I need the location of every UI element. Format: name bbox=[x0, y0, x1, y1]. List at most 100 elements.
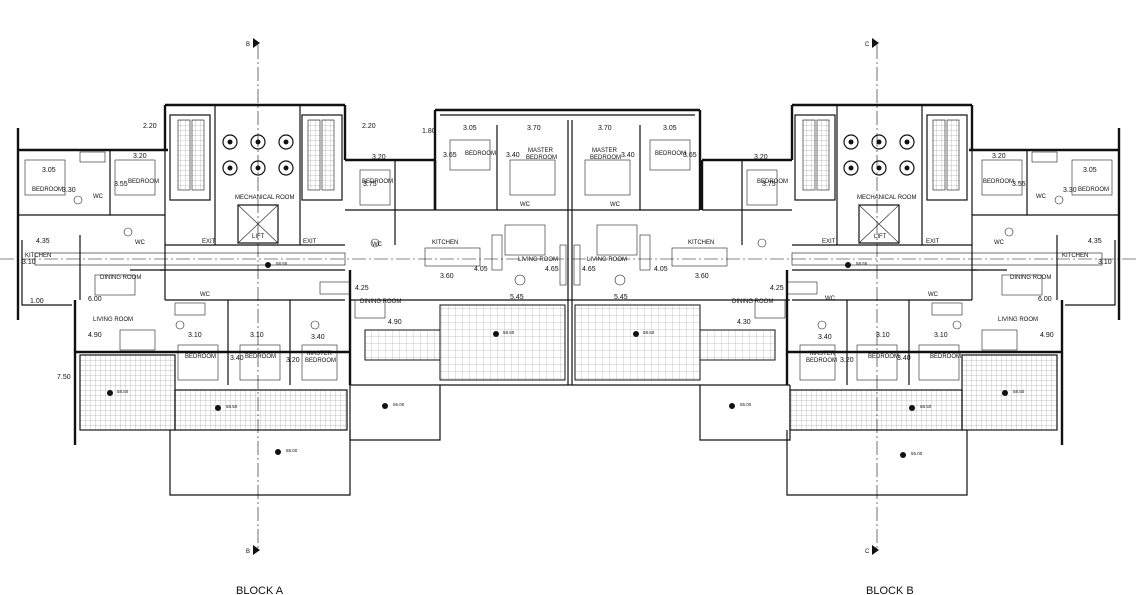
room-label-wc: WC bbox=[928, 292, 939, 298]
room-label-kitchen: KITCHEN bbox=[432, 240, 458, 246]
room-label-exit: EXIT bbox=[926, 239, 940, 245]
room-label-wc: WC bbox=[825, 296, 836, 302]
room-label-bedroom: BEDROOM bbox=[757, 179, 788, 185]
level-label: 58.50 bbox=[503, 330, 515, 335]
room-label-dining: DINING ROOM bbox=[100, 275, 141, 281]
room-label-lift: LIFT bbox=[252, 234, 265, 240]
room-label-bedroom: BEDROOM bbox=[465, 151, 496, 157]
dimension: 4.30 bbox=[737, 319, 751, 326]
dimension: 6.00 bbox=[1038, 296, 1052, 303]
dimension: 3.20 bbox=[286, 357, 300, 364]
room-label-mechanical: MECHANICAL ROOM bbox=[857, 195, 916, 201]
dimension: 5.45 bbox=[614, 294, 628, 301]
room-labels: BEDROOM BEDROOM MECHANICAL ROOM LIFT EXI… bbox=[25, 148, 1109, 364]
room-label-bedroom: BEDROOM bbox=[128, 179, 159, 185]
dimension: 3.20 bbox=[372, 154, 386, 161]
level-markers: 58.55 58.55 58.50 58.50 58.50 58.50 58.5… bbox=[107, 261, 1025, 458]
dimension: 4.35 bbox=[1088, 238, 1102, 245]
room-label-bedroom: BEDROOM bbox=[32, 187, 63, 193]
dimension: 4.65 bbox=[545, 266, 559, 273]
section-label: C bbox=[865, 42, 870, 48]
dimension: 4.05 bbox=[654, 266, 668, 273]
dimension: 6.00 bbox=[88, 296, 102, 303]
dimension: 3.40 bbox=[506, 152, 520, 159]
dimension: 3.70 bbox=[598, 125, 612, 132]
level-label: 55.00 bbox=[911, 451, 923, 456]
room-label-exit: EXIT bbox=[822, 239, 836, 245]
room-label-wc: WC bbox=[520, 202, 531, 208]
mechanical-units-a bbox=[222, 134, 294, 176]
stair-left-2 bbox=[301, 114, 343, 201]
dimension: 3.55 bbox=[114, 181, 128, 188]
room-label-mechanical: MECHANICAL ROOM bbox=[235, 195, 294, 201]
dimension: 3.05 bbox=[42, 167, 56, 174]
room-label-exit: EXIT bbox=[202, 239, 216, 245]
stair-left-1 bbox=[169, 114, 211, 201]
level-label: 58.55 bbox=[856, 261, 868, 266]
dimension: 3.05 bbox=[463, 125, 477, 132]
room-label-wc: WC bbox=[135, 240, 146, 246]
room-label-kitchen: KITCHEN bbox=[25, 253, 51, 259]
room-label-bedroom: BEDROOM bbox=[185, 354, 216, 360]
dimension: 7.50 bbox=[57, 374, 71, 381]
room-label-wc: WC bbox=[1036, 194, 1047, 200]
level-label: 58.55 bbox=[276, 261, 288, 266]
dimension: 3.05 bbox=[1083, 167, 1097, 174]
room-label-dining: DINING ROOM bbox=[732, 299, 773, 305]
level-label: 58.50 bbox=[643, 330, 655, 335]
room-label-bedroom: BEDROOM bbox=[655, 151, 686, 157]
dimension: 1.80 bbox=[422, 128, 436, 135]
room-label-master: BEDROOM bbox=[806, 358, 837, 364]
level-label: 55.00 bbox=[286, 448, 298, 453]
room-label-bedroom: BEDROOM bbox=[930, 354, 961, 360]
terrace-a-1 bbox=[79, 354, 176, 431]
level-label: 58.50 bbox=[920, 404, 932, 409]
terrace-a-2 bbox=[174, 389, 348, 431]
dimension: 1.00 bbox=[30, 298, 44, 305]
dimension: 3.75 bbox=[363, 181, 377, 188]
room-label-master: BEDROOM bbox=[526, 155, 557, 161]
section-label: B bbox=[246, 42, 250, 48]
dimension: 3.40 bbox=[621, 152, 635, 159]
room-label-dining: DINING ROOM bbox=[360, 299, 401, 305]
dimension-labels: 3.05 3.30 3.20 3.55 2.20 2.20 1.80 3.20 … bbox=[22, 123, 1112, 381]
dimension: 3.65 bbox=[443, 152, 457, 159]
block-b-label: BLOCK B bbox=[866, 585, 914, 595]
room-label-living: LIVING ROOM bbox=[998, 317, 1038, 323]
dimension: 3.60 bbox=[695, 273, 709, 280]
block-a-wing bbox=[16, 103, 437, 496]
room-label-master: MASTER bbox=[810, 351, 836, 357]
room-label-wc: WC bbox=[93, 194, 104, 200]
room-label-bedroom: BEDROOM bbox=[983, 179, 1014, 185]
grid-axes bbox=[0, 45, 1137, 548]
room-label-wc: WC bbox=[610, 202, 621, 208]
room-label-living: LIVING ROOM bbox=[518, 257, 558, 263]
block-a-label: BLOCK A bbox=[236, 585, 284, 595]
room-label-bedroom: BEDROOM bbox=[245, 354, 276, 360]
room-label-wc: WC bbox=[994, 240, 1005, 246]
section-marker-c-top: C bbox=[865, 38, 879, 48]
dimension: 4.90 bbox=[388, 319, 402, 326]
dimension: 3.75 bbox=[762, 181, 776, 188]
room-label-kitchen: KITCHEN bbox=[1062, 253, 1088, 259]
dimension: 3.60 bbox=[440, 273, 454, 280]
dimension: 3.40 bbox=[897, 355, 911, 362]
dimension: 3.30 bbox=[62, 187, 76, 194]
dimension: 3.20 bbox=[133, 153, 147, 160]
block-b-wing bbox=[700, 103, 1121, 496]
room-label-bedroom: BEDROOM bbox=[868, 354, 899, 360]
level-label: 58.50 bbox=[117, 389, 129, 394]
dimension: 4.25 bbox=[770, 285, 784, 292]
section-label: C bbox=[865, 549, 870, 555]
dimension: 3.10 bbox=[188, 332, 202, 339]
dimension: 3.05 bbox=[663, 125, 677, 132]
dimension: 3.10 bbox=[22, 259, 36, 266]
section-marker-c-bottom: C bbox=[865, 545, 879, 555]
room-label-master: MASTER bbox=[307, 351, 333, 357]
room-label-living: LIVING ROOM bbox=[587, 257, 627, 263]
room-label-lift: LIFT bbox=[874, 234, 887, 240]
section-marker-b-bottom: B bbox=[246, 545, 260, 555]
dimension: 3.40 bbox=[230, 355, 244, 362]
dimension: 3.10 bbox=[250, 332, 264, 339]
dimension: 4.90 bbox=[1040, 332, 1054, 339]
